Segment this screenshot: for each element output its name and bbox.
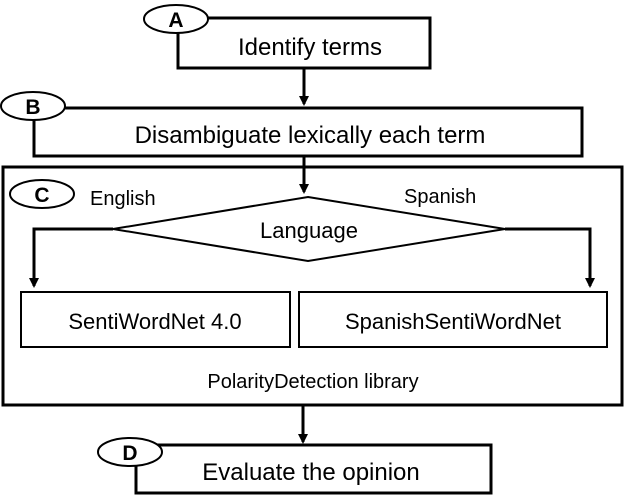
step-d-marker-label: D (122, 442, 137, 465)
polarity-library-container (1, 165, 624, 407)
branch-spanish-label: Spanish (404, 186, 476, 208)
step-c: C English Spanish Language SentiWordNet … (1, 165, 624, 407)
branch-english-label: English (90, 188, 156, 210)
step-a-box (176, 16, 432, 70)
step-d-label: Evaluate the opinion (202, 459, 420, 486)
step-b-marker-label: B (25, 96, 40, 119)
arrow-to-sentiwordnet (29, 227, 113, 288)
sentiwordnet-box (20, 291, 291, 348)
step-a-marker (143, 4, 209, 34)
step-a-marker-label: A (168, 9, 183, 32)
spanish-sentiwordnet-label: SpanishSentiWordNet (345, 309, 561, 334)
step-b-label: Disambiguate lexically each term (135, 122, 486, 149)
language-decision-label: Language (260, 218, 358, 243)
step-d-box (134, 443, 493, 495)
container-label: PolarityDetection library (207, 371, 418, 393)
sentiwordnet-label: SentiWordNet 4.0 (68, 309, 241, 334)
step-c-marker-label: C (34, 184, 49, 207)
spanish-sentiwordnet-box (298, 291, 608, 348)
step-d: Evaluate the opinion D (97, 437, 493, 495)
step-a: Identify terms A (143, 4, 432, 70)
step-b-marker (0, 91, 66, 121)
language-decision (112, 195, 506, 263)
step-c-marker (9, 179, 75, 209)
step-b-box (32, 106, 584, 158)
step-a-label: Identify terms (238, 34, 382, 61)
step-d-marker (97, 437, 163, 467)
arrow-to-spanish-sentiwordnet (505, 227, 595, 288)
step-b: Disambiguate lexically each term B (0, 91, 584, 158)
